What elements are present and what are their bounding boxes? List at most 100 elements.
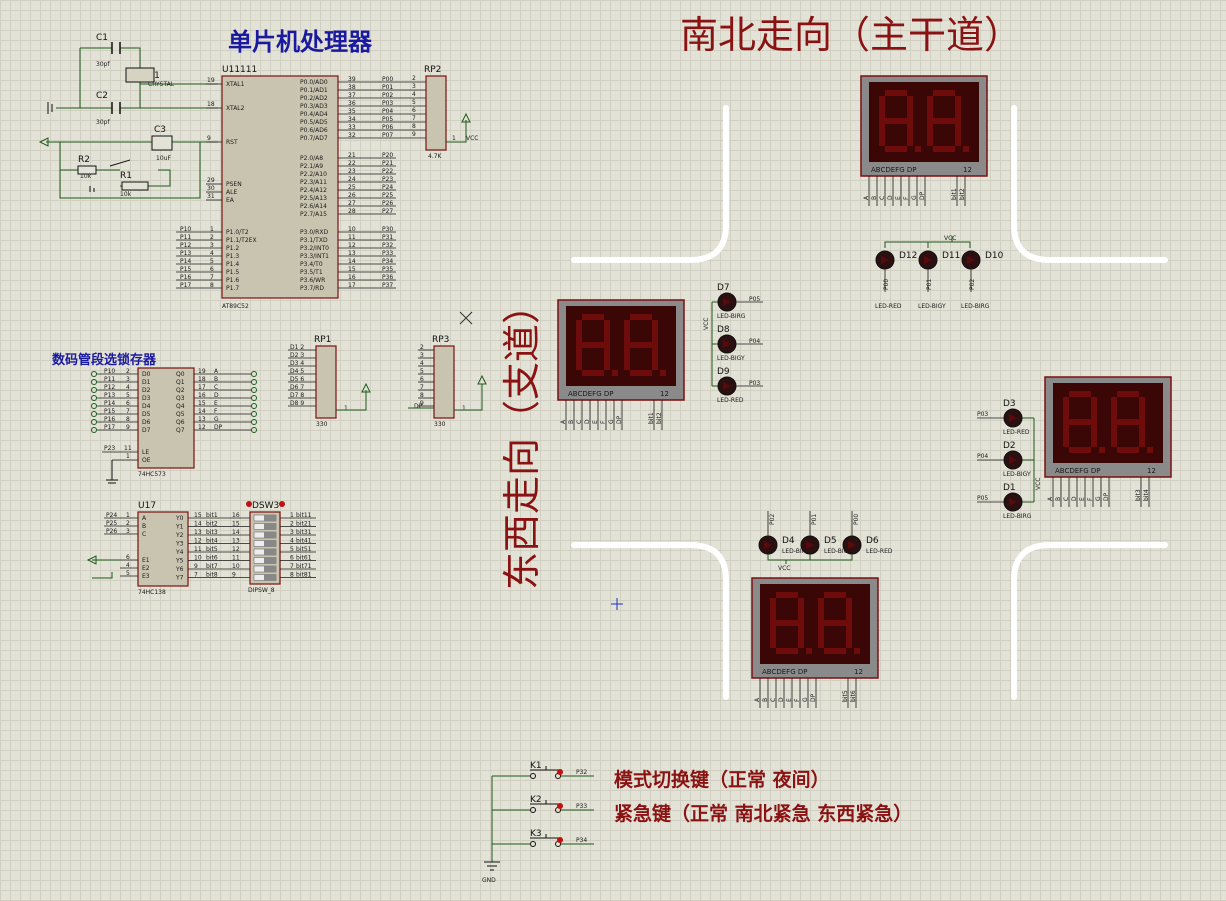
diode-icon	[881, 256, 889, 264]
display-pin-label: ABCDEFG DP	[871, 166, 916, 174]
mode-key-label: 模式切换键（正常 夜间）	[614, 768, 830, 791]
segment	[798, 598, 804, 623]
latch-input-terminal[interactable]	[91, 387, 97, 393]
latch-input-terminal[interactable]	[91, 379, 97, 385]
mcu-pin-name: XTAL2	[226, 105, 245, 112]
resistor-pack-rp1[interactable]: RP1 330 1 D1 2D2 3D3 4D4 5D5 6D6 7D7 8D8…	[288, 335, 371, 428]
segment	[582, 342, 604, 348]
decoder-input-net: P26	[106, 528, 117, 535]
latch-pin-number: 6	[126, 400, 130, 407]
latch-output-terminal[interactable]	[251, 379, 257, 385]
latch-input-terminal[interactable]	[91, 427, 97, 433]
rp1-body[interactable]	[315, 345, 337, 419]
latch-pin-name: OE	[142, 457, 151, 464]
latch-input-net: P17	[104, 424, 115, 431]
latch-output-terminal[interactable]	[251, 403, 257, 409]
diode-icon	[1009, 414, 1017, 422]
latch-input-terminal[interactable]	[91, 411, 97, 417]
dipsw-pin-number: 12	[232, 546, 240, 553]
led-group-west[interactable]: VCCD7P05LED-BIRGD8P04LED-BIGYD9P03LED-RE…	[703, 283, 763, 404]
mcu-pin-name: P1.2	[226, 245, 239, 252]
dipsw-marker-left	[246, 501, 252, 507]
led-group-north[interactable]: VCCD12P00LED-REDD11P01LED-BIGYD10P02LED-…	[875, 235, 1004, 310]
display-pin-net: F	[903, 196, 910, 200]
crystal-circuit[interactable]: C1 30pf C2 30pf X1 CRYSTAL	[47, 33, 218, 126]
reset-circuit[interactable]: C3 10uF R2 10k R1 10k	[38, 125, 218, 199]
display-pin-net: B	[762, 698, 769, 702]
mcu-pin-name: P2.0/A8	[300, 155, 323, 162]
led-ref: D6	[866, 536, 879, 546]
mcu-pin-number: 36	[348, 100, 356, 107]
mcu-net-label: P20	[382, 152, 393, 159]
led-net: P01	[926, 279, 933, 290]
display-pin-net: DP	[810, 693, 817, 702]
segment-dp	[660, 370, 666, 376]
mcu-pin-number: 25	[348, 184, 356, 191]
latch-output-net: C	[214, 384, 218, 391]
rp3-pin-label: 2	[420, 344, 424, 351]
latch-pin-number: 18	[198, 376, 206, 383]
rp3-body[interactable]	[433, 345, 455, 419]
diode-icon	[723, 298, 731, 306]
mcu-pin-name: P2.4/A12	[300, 187, 327, 194]
latch-pin-name: D7	[142, 427, 151, 434]
dipsw-body[interactable]	[249, 511, 281, 585]
emergency-key-label: 紧急键（正常 南北紧急 东西紧急）	[614, 802, 912, 825]
latch-output-terminal[interactable]	[251, 419, 257, 425]
decoder-output-net: bit1	[206, 512, 218, 519]
latch-output-terminal[interactable]	[251, 395, 257, 401]
mcu-body[interactable]	[221, 75, 339, 299]
display-pin-net: F	[1087, 497, 1094, 501]
led-net: P00	[853, 514, 860, 525]
capacitor-c3[interactable]	[151, 135, 173, 151]
key-k1[interactable]: K1 P32	[530, 761, 594, 779]
rp2-pin-number: 8	[412, 123, 416, 130]
mcu-pin-number: 6	[210, 266, 214, 273]
latch-input-terminal[interactable]	[91, 403, 97, 409]
latch-output-terminal[interactable]	[251, 411, 257, 417]
led-group-east[interactable]: VCCD3P03LED-REDD2P04LED-BIGYD1P05LED-BIR…	[977, 399, 1042, 520]
led-group-south[interactable]: VCCD4LED-BIRGP02D5LED-BIGYP01D6LED-REDP0…	[758, 511, 893, 572]
key-group[interactable]: GND K1 P32 K2 P33 K3 P34	[482, 761, 912, 884]
latch-output-terminal[interactable]	[251, 427, 257, 433]
latch-input-terminal[interactable]	[91, 419, 97, 425]
mcu-net-label: P11	[180, 234, 191, 241]
latch-pin-name: D1	[142, 379, 151, 386]
latch-body[interactable]	[137, 367, 195, 469]
latch-input-net: P11	[104, 376, 115, 383]
latch-output-terminal[interactable]	[251, 371, 257, 377]
latch-pin-name: Q5	[176, 411, 185, 418]
decoder-body[interactable]	[137, 511, 189, 587]
key-k3[interactable]: K3 P34	[530, 829, 594, 847]
display-bit-net: bit4	[1143, 489, 1150, 501]
mcu-pin-number: 29	[207, 177, 215, 184]
mcu-at89c52[interactable]: U11111 AT89C52 19XTAL118XTAL29RST29PSEN3…	[176, 65, 426, 310]
latch-input-terminal[interactable]	[91, 371, 97, 377]
key-k2[interactable]: K2 P33	[530, 795, 594, 813]
segment-dp	[1147, 447, 1153, 453]
mcu-pin-name: P1.0/T2	[226, 229, 249, 236]
resistor-r2[interactable]	[77, 165, 97, 175]
resistor-r1[interactable]	[121, 181, 149, 191]
latch-output-terminal[interactable]	[251, 387, 257, 393]
rp2-body[interactable]	[425, 75, 447, 151]
mcu-net-label: P24	[382, 184, 393, 191]
crystal-x1[interactable]	[125, 67, 155, 83]
mcu-net-label: P31	[382, 234, 393, 241]
latch-input-terminal[interactable]	[91, 395, 97, 401]
rp1-pin-label: D7 8	[290, 392, 304, 399]
rp1-value: 330	[316, 421, 328, 428]
rp1-pin-label: D5 6	[290, 376, 304, 383]
mcu-net-label: P06	[382, 124, 393, 131]
latch-pin-number: 4	[126, 384, 130, 391]
